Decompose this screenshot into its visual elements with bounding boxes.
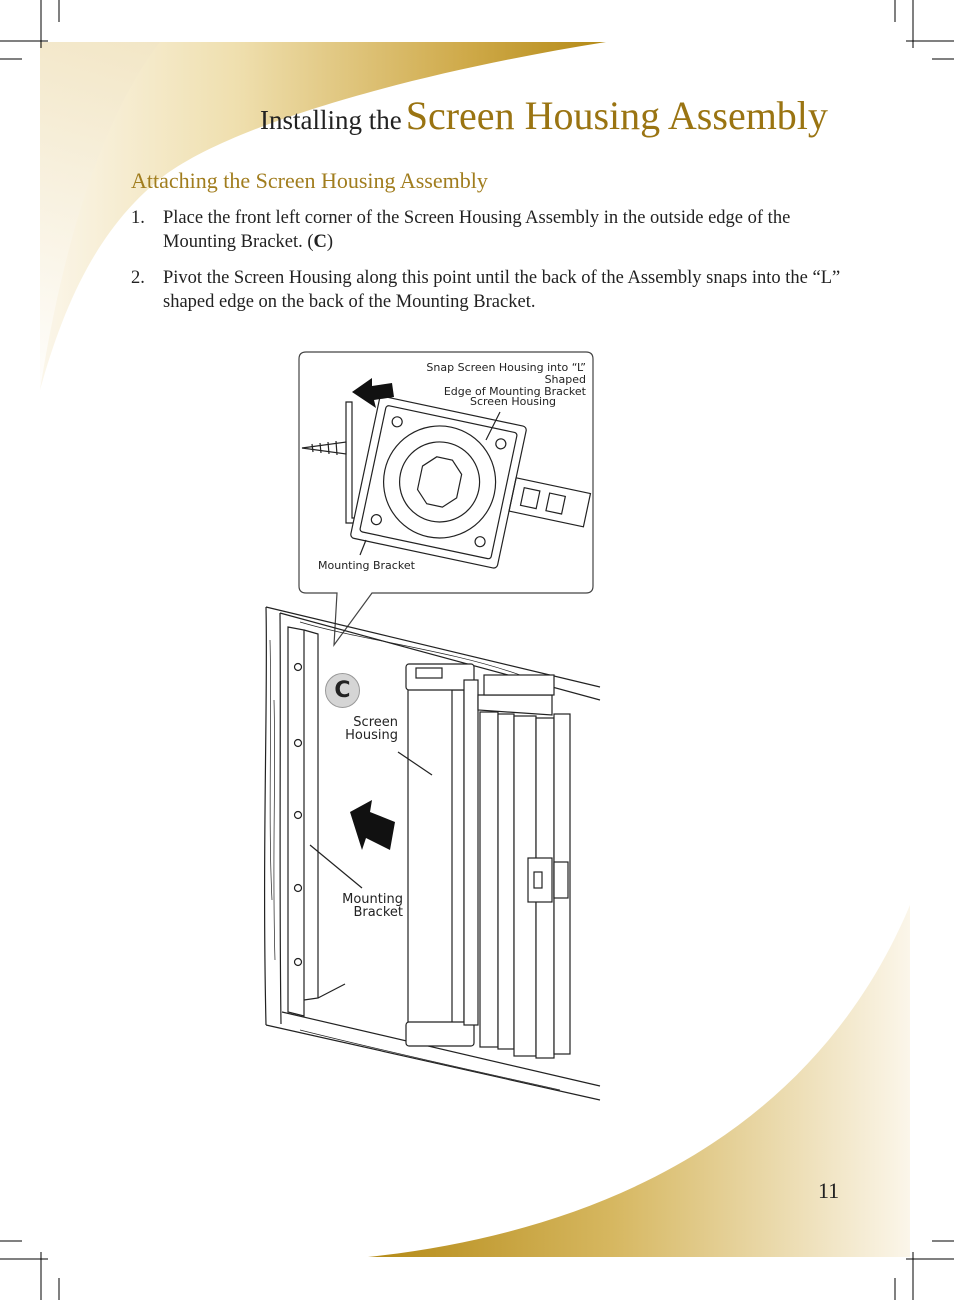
mounting-bracket-rail xyxy=(287,626,346,1017)
section-heading: Attaching the Screen Housing Assembly xyxy=(131,168,488,193)
step-text: Place the front left corner of the Scree… xyxy=(163,208,791,252)
page-title: Installing the Screen Housing Assembly xyxy=(260,92,828,139)
step-number: 1. xyxy=(131,208,145,228)
callout-badge-c: C xyxy=(325,673,360,708)
screen-housing xyxy=(405,663,479,1047)
screen-housing-label: Screen Housing xyxy=(345,715,398,743)
title-main: Screen Housing Assembly xyxy=(405,93,828,138)
step-number: 2. xyxy=(131,268,145,288)
callout-snap-label: Snap Screen Housing into “L” Shaped Edge… xyxy=(426,361,586,398)
callout-mounting-bracket-label: Mounting Bracket xyxy=(318,559,415,572)
step-text: Pivot the Screen Housing along this poin… xyxy=(163,268,841,312)
rear-panels xyxy=(477,674,571,1059)
callout-housing-profile xyxy=(350,395,592,569)
callout-snap-arrow xyxy=(352,378,394,408)
bottom-gold-swoosh xyxy=(368,905,910,1257)
callout-screw xyxy=(301,440,347,456)
callout-screen-housing-label: Screen Housing xyxy=(470,395,557,408)
bracket-screws xyxy=(293,662,303,967)
mounting-bracket-label: Mounting Bracket xyxy=(342,892,403,920)
page-number: 11 xyxy=(818,1178,840,1203)
title-prefix: Installing the xyxy=(260,105,402,135)
top-gold-swoosh xyxy=(40,42,606,390)
top-left-fade xyxy=(40,42,160,390)
direction-arrow xyxy=(350,800,395,850)
